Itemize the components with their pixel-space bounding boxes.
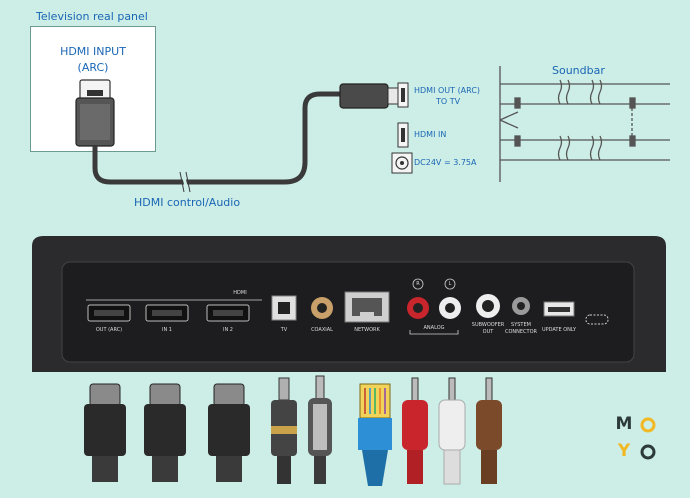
subwoofer-out-port	[476, 294, 500, 318]
analog-r-port	[407, 297, 429, 319]
port-label-l: L	[448, 281, 452, 287]
coaxial-port	[311, 297, 333, 319]
port-label-out-arc: OUT (ARC)	[95, 327, 123, 333]
hdmi-plug-icon-1	[84, 383, 126, 482]
moyo-watermark-dots	[640, 417, 656, 460]
port-label-r: R	[416, 281, 420, 287]
port-label-coaxial: COAXIAL	[311, 327, 333, 333]
moyo-letter-o1: O	[638, 414, 658, 434]
rca-plug-white-icon	[438, 377, 466, 485]
soundbar-hdmi-plug-icon	[339, 83, 399, 109]
port-label-tv: TV	[280, 327, 288, 333]
hdmi-plug-icon-3	[208, 383, 250, 482]
usb-update-port	[543, 301, 575, 317]
hdmi-group-label: HDMI	[233, 290, 247, 296]
tv-hdmi-input-arc: (ARC)	[77, 61, 109, 74]
hdmi-cable	[92, 91, 345, 185]
tv-panel-label: Television real panel	[36, 10, 148, 23]
port-label-system: SYSTEM	[511, 322, 531, 328]
port-label-in2: IN 2	[223, 327, 233, 333]
hdmi-in2-port	[206, 304, 250, 322]
network-port	[344, 291, 390, 323]
port-label-analog: ANALOG	[423, 325, 445, 331]
port-label-subwoofer: SUBWOOFER	[471, 322, 505, 328]
rca-plug-red-icon	[402, 377, 428, 484]
port-label-update: UPDATE ONLY	[541, 327, 577, 333]
hdmi-out-port-icon	[397, 82, 409, 108]
moyo-letter-m: M	[615, 414, 633, 434]
optical-plug-icon	[271, 377, 297, 484]
hdmi-in-label: HDMI IN	[414, 130, 447, 139]
hdmi-out-to-tv-label: TO TV	[436, 97, 461, 106]
hdmi-out-arc-port	[87, 304, 131, 322]
moyo-letter-y: Y	[617, 441, 631, 461]
hdmi-in-port-icon	[397, 122, 409, 148]
soundbar-bracket-sketch	[499, 66, 670, 182]
tv-hdmi-input-title: HDMI INPUT	[60, 45, 126, 58]
rj45-plug-icon	[358, 383, 392, 486]
tv-hdmi-plug-icon	[75, 79, 115, 147]
port-label-system-connector: CONNECTOR	[504, 329, 538, 335]
hdmi-plug-icon-2	[144, 383, 186, 482]
system-connector-port	[512, 297, 530, 315]
coax-plug-icon	[308, 375, 332, 484]
micro-usb-port	[585, 314, 609, 325]
rca-plug-brown-icon	[476, 377, 502, 484]
power-label: DC24V = 3.75A	[414, 158, 477, 167]
soundbar-rear-panel	[32, 236, 666, 372]
cable-label: HDMI control/Audio	[134, 196, 241, 209]
port-label-network: NETWORK	[354, 327, 380, 333]
moyo-letter-o2: O	[638, 441, 658, 461]
hdmi-out-label: HDMI OUT (ARC)	[414, 86, 481, 95]
soundbar-label: Soundbar	[552, 64, 605, 77]
optical-tv-port	[271, 295, 297, 321]
dc-power-port-icon	[391, 152, 413, 174]
hdmi-in1-port	[145, 304, 189, 322]
port-label-subwoofer-out: OUT	[482, 329, 494, 335]
port-label-in1: IN 1	[162, 327, 172, 333]
analog-l-port	[439, 297, 461, 319]
